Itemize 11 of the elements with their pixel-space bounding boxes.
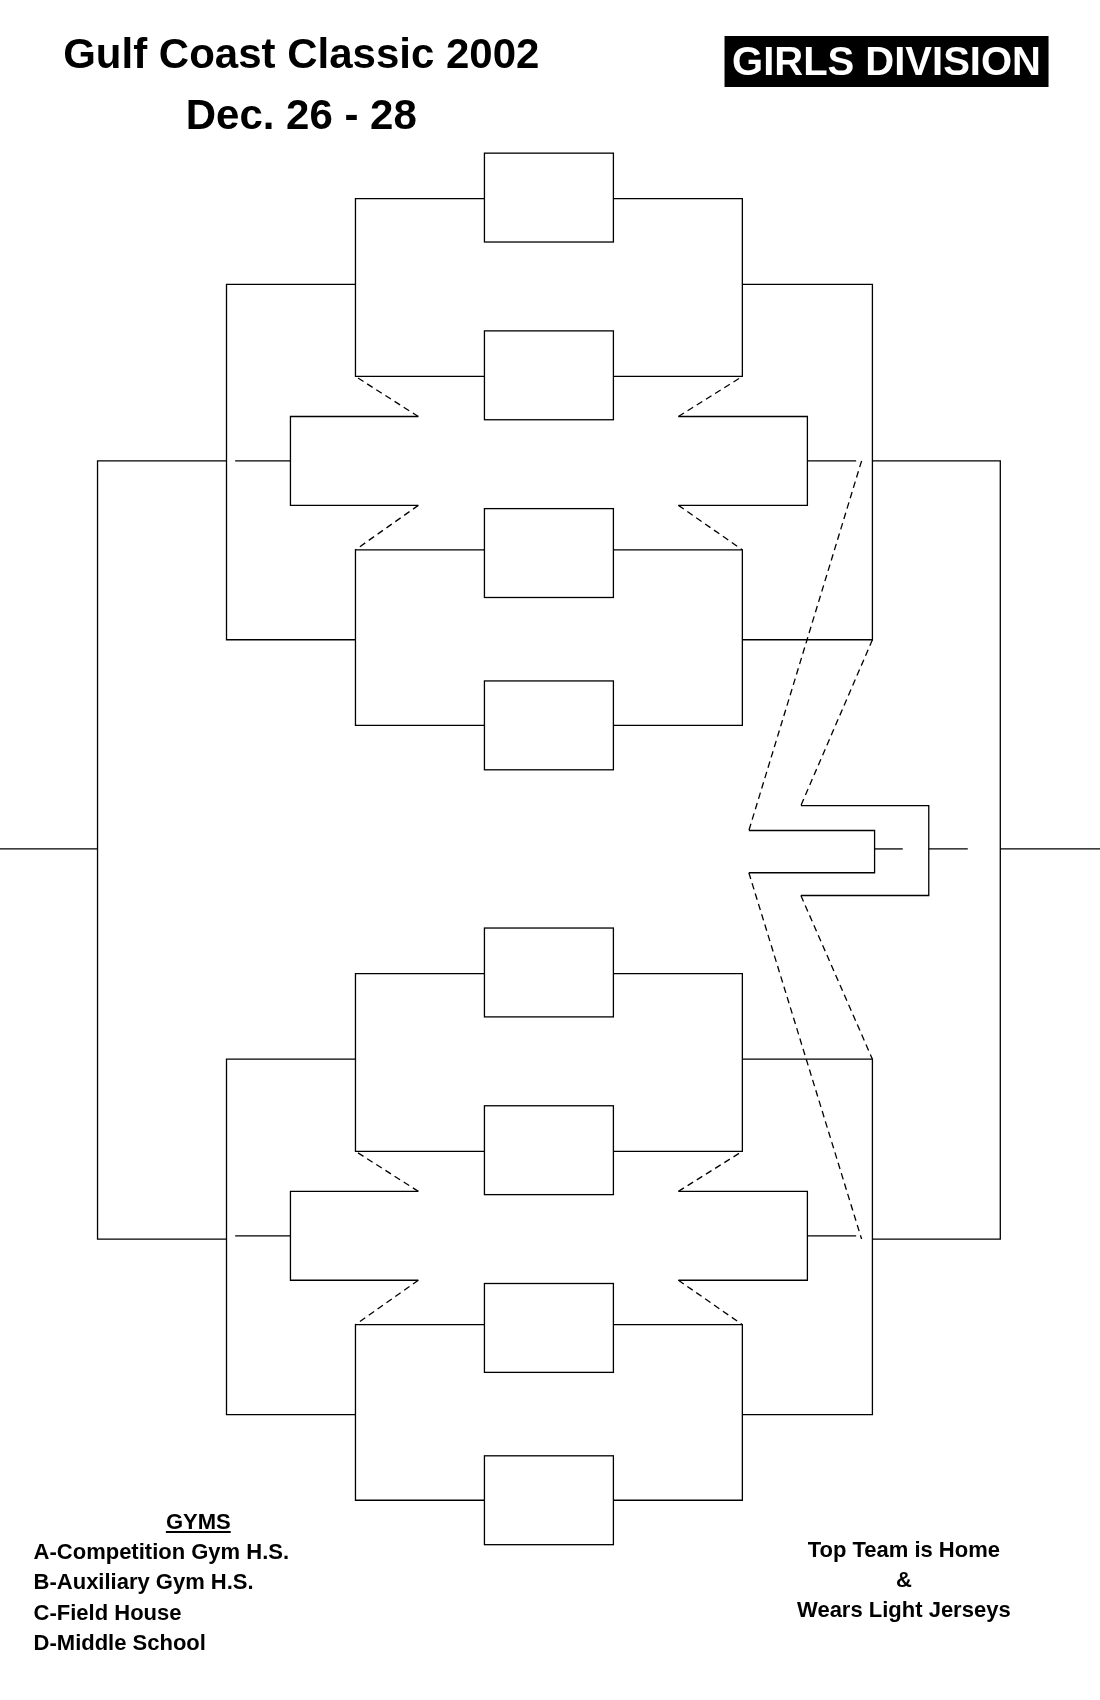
division-banner: GIRLS DIVISION <box>724 35 1049 87</box>
date-subtitle: Dec. 26 - 28 <box>185 91 417 140</box>
legend-heading: GYMS <box>165 1508 231 1535</box>
legend-entry: D-Middle School <box>33 1629 206 1656</box>
note-text: Wears Light Jerseys <box>797 1597 1011 1624</box>
note-text: Top Team is Home <box>807 1536 1000 1563</box>
note-text: & <box>895 1567 912 1594</box>
title: Gulf Coast Classic 2002 <box>63 30 540 79</box>
legend-entry: B-Auxiliary Gym H.S. <box>33 1569 254 1596</box>
legend-entry: C-Field House <box>33 1599 182 1626</box>
legend-entry: A-Competition Gym H.S. <box>33 1538 290 1565</box>
